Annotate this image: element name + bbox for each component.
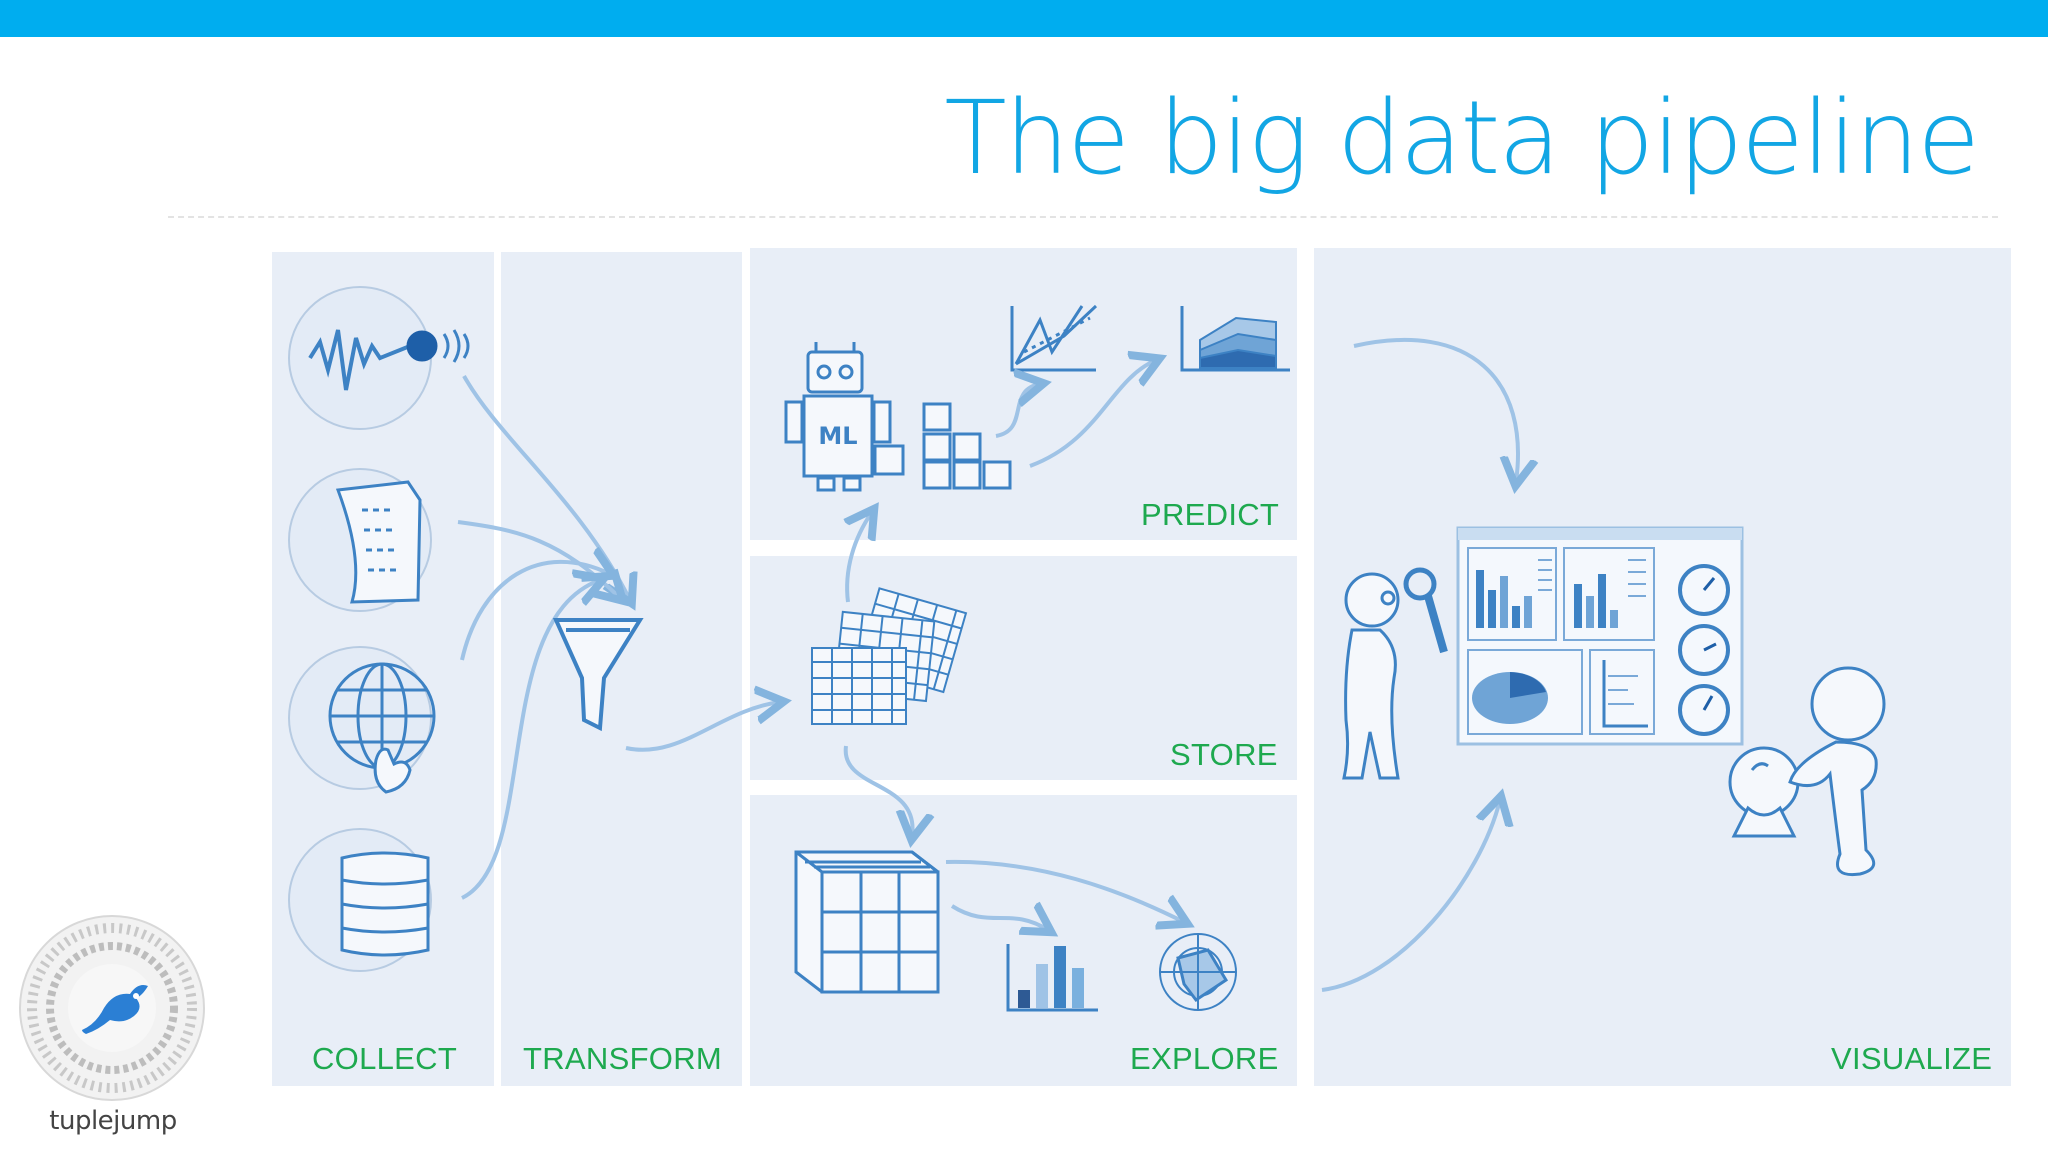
stage-label-transform: TRANSFORM: [523, 1041, 723, 1076]
tables-icon: [811, 587, 968, 725]
document-icon: [288, 468, 432, 612]
logo-wordmark: tuplejump: [49, 1106, 177, 1136]
ml-robot-icon: ML: [784, 342, 905, 492]
cubes-icon: [922, 402, 1012, 490]
area-chart-icon: [1180, 306, 1290, 372]
signal-waveform-icon: [288, 286, 470, 430]
stage-label-predict: PREDICT: [1141, 497, 1280, 532]
top-accent-bar: [0, 0, 2048, 37]
crystal-ball-figure-icon: [1728, 666, 1886, 877]
stage-label-visualize: VISUALIZE: [1831, 1041, 1993, 1076]
transform-panel: [501, 252, 742, 1086]
rabbit-logo-icon: [19, 915, 205, 1101]
line-chart-icon: [1010, 304, 1098, 372]
globe-icon: [288, 646, 436, 794]
funnel-icon: [552, 618, 644, 732]
data-cube-icon: [794, 850, 940, 994]
dashboard-icon: [1456, 526, 1744, 746]
stage-label-collect: COLLECT: [312, 1041, 458, 1076]
title-divider: [168, 216, 1998, 218]
stage-label-explore: EXPLORE: [1130, 1041, 1279, 1076]
stage-label-store: STORE: [1170, 737, 1278, 772]
slide-title: The big data pipeline: [944, 79, 1980, 198]
database-icon: [288, 828, 432, 972]
svg-text:ML: ML: [818, 422, 857, 450]
radar-chart-icon: [1159, 933, 1237, 1011]
analyst-figure-icon: [1342, 567, 1448, 780]
bar-chart-icon: [1006, 944, 1098, 1012]
